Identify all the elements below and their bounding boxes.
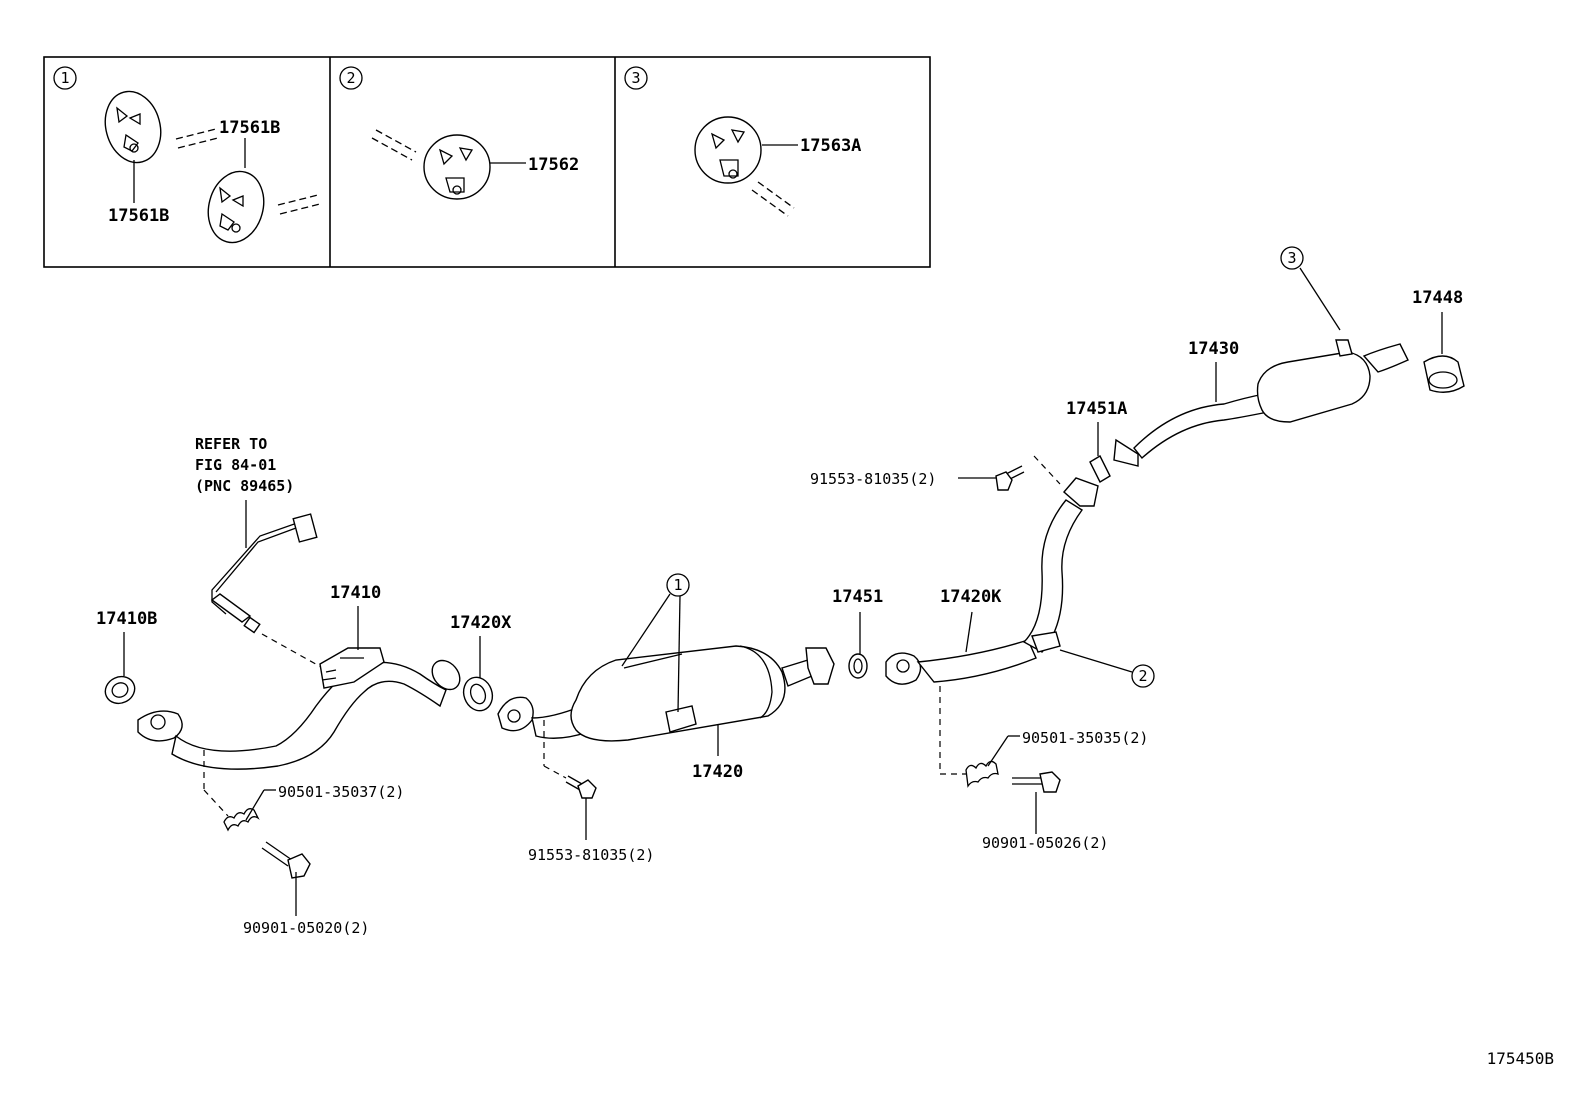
- gasket-icon: [462, 676, 494, 712]
- center-muffler: 17420X 1 17420 91553-81035(2): [450, 573, 835, 864]
- part-label-17410: 17410: [330, 583, 381, 603]
- rubber-hanger-icon: [423, 134, 491, 200]
- fastener-label-91553-81035-lower: 91553-81035(2): [528, 846, 654, 864]
- diagram-id: 175450B: [1487, 1049, 1554, 1068]
- refer-note-line-3: (PNC 89465): [195, 477, 294, 495]
- panel-marker-3: 3: [631, 69, 640, 87]
- fastener-label-91553-81035-upper: 91553-81035(2): [810, 470, 936, 488]
- part-label-17451A: 17451A: [1066, 399, 1127, 419]
- tail-pipe-muffler: 17451A 17430 3 17448: [1066, 246, 1465, 483]
- intermediate-pipe: 17451 17420K 2 90501-35035(2) 90901-0502…: [810, 455, 1155, 852]
- part-label-17420K: 17420K: [940, 587, 1002, 607]
- oxygen-sensor-reference: REFER TO FIG 84-01 (PNC 89465): [195, 435, 331, 673]
- rubber-hanger-icon: [207, 170, 265, 244]
- inset-panel-3: 3 17563A: [624, 66, 861, 217]
- refer-note-line-1: REFER TO: [195, 435, 267, 453]
- front-exhaust-pipe: 17410B 17410 90501-35037(2) 90901-05020(…: [96, 583, 461, 937]
- refer-note-line-2: FIG 84-01: [195, 456, 276, 474]
- part-label-17561B-right: 17561B: [219, 118, 280, 138]
- oxygen-sensor-icon: [210, 513, 318, 634]
- exhaust-tip-icon: [1423, 355, 1465, 393]
- panel-marker-1: 1: [60, 69, 69, 87]
- inset-panel-2: 2 17562: [339, 66, 579, 200]
- gasket-icon: [1089, 455, 1111, 483]
- bolt-icon: [565, 775, 597, 799]
- fastener-label-90501-35035: 90501-35035(2): [1022, 729, 1148, 747]
- callout-marker-1: 1: [673, 576, 682, 594]
- inset-panel-1: 1 17561B 17561B: [53, 66, 321, 244]
- part-label-17448: 17448: [1412, 288, 1463, 308]
- part-label-17563A: 17563A: [800, 136, 861, 156]
- part-label-17561B-left: 17561B: [108, 206, 169, 226]
- rubber-hanger-icon: [694, 116, 762, 184]
- hanger-inset: 1 17561B 17561B 2: [43, 56, 931, 268]
- callout-marker-2: 2: [1138, 667, 1147, 685]
- bolt-icon: [1012, 771, 1061, 793]
- part-label-17420X: 17420X: [450, 613, 512, 633]
- bolt-icon: [995, 465, 1025, 491]
- fastener-label-90901-05020: 90901-05020(2): [243, 919, 369, 937]
- fastener-label-90501-35037: 90501-35037(2): [278, 783, 404, 801]
- part-label-17451: 17451: [832, 587, 883, 607]
- spring-icon: [965, 760, 999, 788]
- callout-marker-3: 3: [1287, 249, 1296, 267]
- part-label-17430: 17430: [1188, 339, 1239, 359]
- fastener-label-90901-05026: 90901-05026(2): [982, 834, 1108, 852]
- part-label-17420: 17420: [692, 762, 743, 782]
- rubber-hanger-icon: [104, 90, 162, 164]
- spring-icon: [223, 808, 260, 832]
- bolt-icon: [261, 841, 311, 879]
- gasket-icon: [104, 675, 136, 705]
- part-label-17410B: 17410B: [96, 609, 157, 629]
- panel-marker-2: 2: [346, 69, 355, 87]
- part-label-17562: 17562: [528, 155, 579, 175]
- gasket-icon: [848, 653, 868, 679]
